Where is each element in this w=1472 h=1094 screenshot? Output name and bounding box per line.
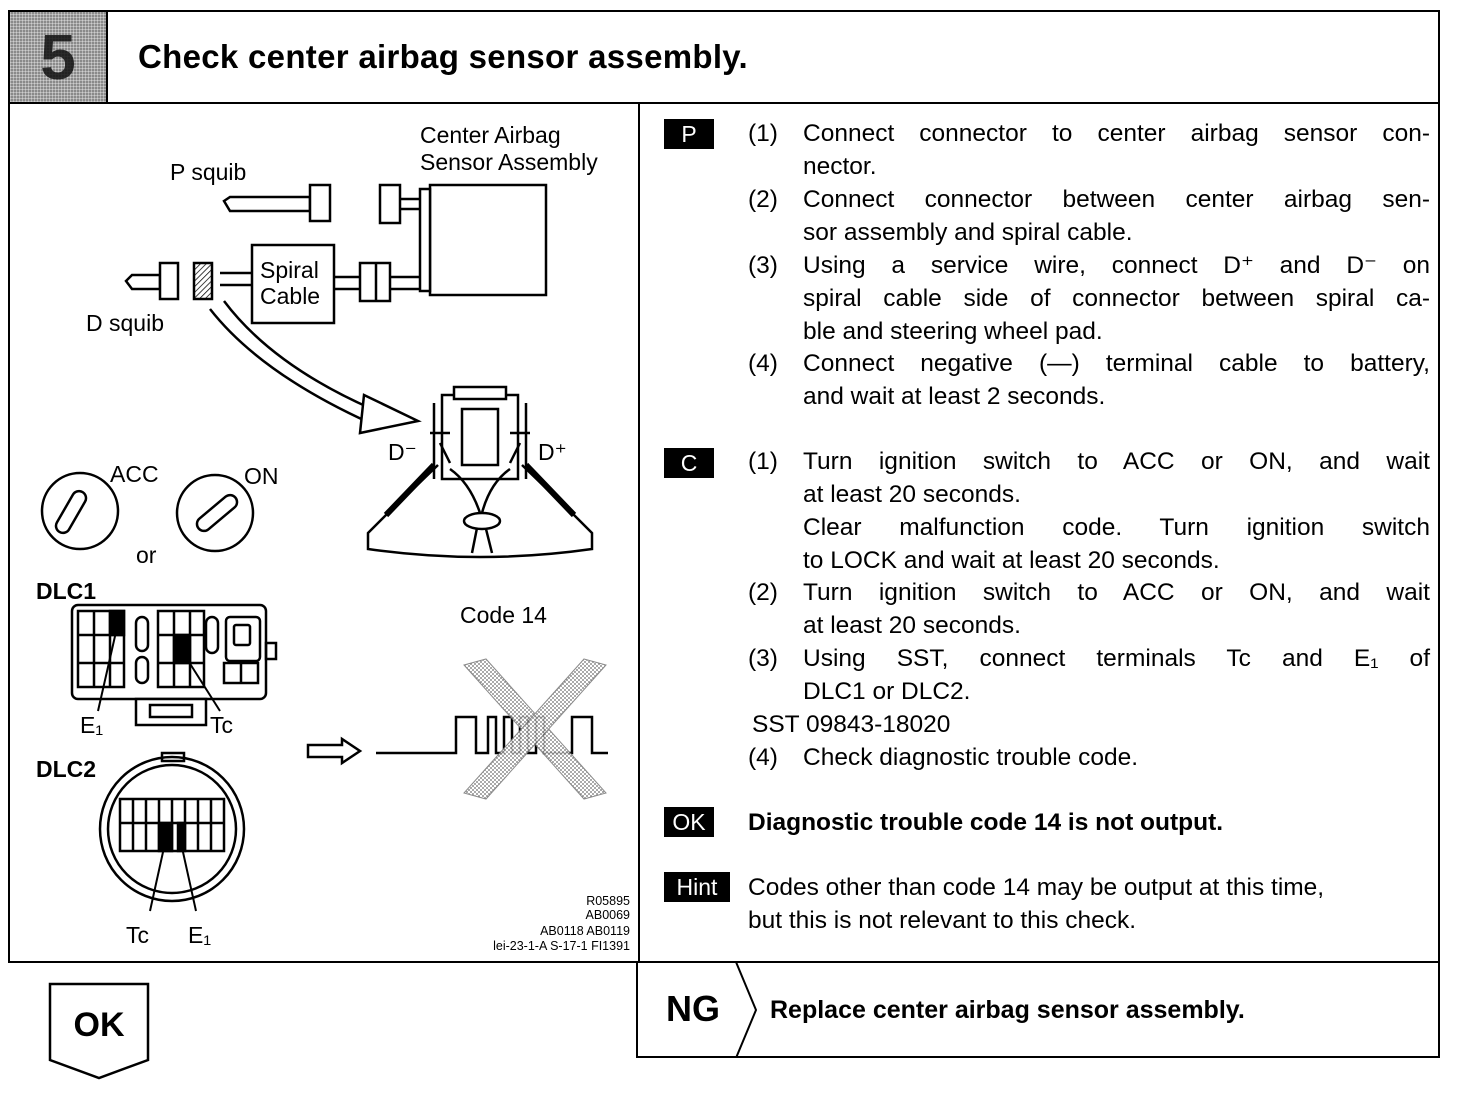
page-title: Check center airbag sensor assembly.	[138, 38, 748, 75]
step-number: 5	[40, 21, 76, 93]
label-dlc2: DLC2	[36, 756, 96, 782]
figure-ref-4: lei-23-1-A S-17-1 FI1391	[493, 939, 630, 953]
label-d-squib: D squib	[86, 310, 164, 336]
sst-number: SST 09843-18020	[752, 711, 951, 738]
wiring-illustration: Center Airbag Sensor Assembly P squib D …	[36, 122, 631, 953]
tag-c: C	[664, 448, 714, 478]
acc-key-cylinder	[40, 471, 120, 551]
label-or: or	[136, 542, 157, 568]
step-number-box: 5	[10, 12, 108, 102]
label-tc-dlc1: Tc	[210, 712, 233, 738]
label-tc-dlc2: Tc	[126, 922, 149, 948]
tag-hint: Hint	[664, 872, 730, 902]
label-spiral: Spiral	[260, 257, 319, 283]
ok-result-box: OK	[48, 982, 150, 1080]
figure-ref-2: AB0069	[586, 908, 631, 922]
on-key-cylinder	[175, 473, 255, 553]
label-e1-dlc2: E₁	[188, 922, 211, 948]
label-dlc1: DLC1	[36, 578, 96, 604]
column-divider	[638, 103, 640, 961]
label-p-squib: P squib	[170, 159, 246, 185]
figure-ref-1: R05895	[586, 894, 630, 908]
label-d-minus: D⁻	[388, 439, 417, 465]
main-panel: Center Airbag Sensor Assembly P squib D …	[8, 103, 1440, 963]
instructions-column: P (1) Connect connector to center airbag…	[650, 103, 1430, 961]
label-d-plus: D⁺	[538, 439, 567, 465]
tag-p: P	[664, 119, 714, 149]
ng-chevron	[735, 962, 758, 1058]
ng-label: NG	[666, 988, 720, 1029]
d-squib-connector-hatched	[192, 261, 214, 301]
label-sensor-assembly: Sensor Assembly	[420, 149, 598, 175]
label-e1-dlc1: E₁	[80, 712, 103, 738]
sensor-assembly-box	[428, 183, 548, 297]
ok-result-text: Diagnostic trouble code 14 is not output…	[748, 809, 1224, 836]
label-cable: Cable	[260, 283, 320, 309]
tag-ok: OK	[664, 807, 714, 837]
ng-action-text: Replace center airbag sensor assembly.	[770, 996, 1245, 1024]
code-14-waveform	[376, 715, 608, 755]
hint-text: Codes other than code 14 may be output a…	[748, 874, 1325, 934]
label-on: ON	[244, 463, 279, 489]
dlc2-connector	[98, 755, 246, 903]
label-code-14: Code 14	[460, 602, 547, 628]
step-header: 5 Check center airbag sensor assembly.	[8, 10, 1440, 104]
label-center-airbag: Center Airbag	[420, 122, 561, 148]
ok-label: OK	[74, 1006, 125, 1044]
figure-ref-3: AB0118 AB0119	[540, 924, 630, 938]
ng-result-box: NG Replace center airbag sensor assembly…	[636, 962, 1440, 1058]
label-acc: ACC	[110, 461, 159, 487]
dlc1-connector	[70, 603, 268, 701]
